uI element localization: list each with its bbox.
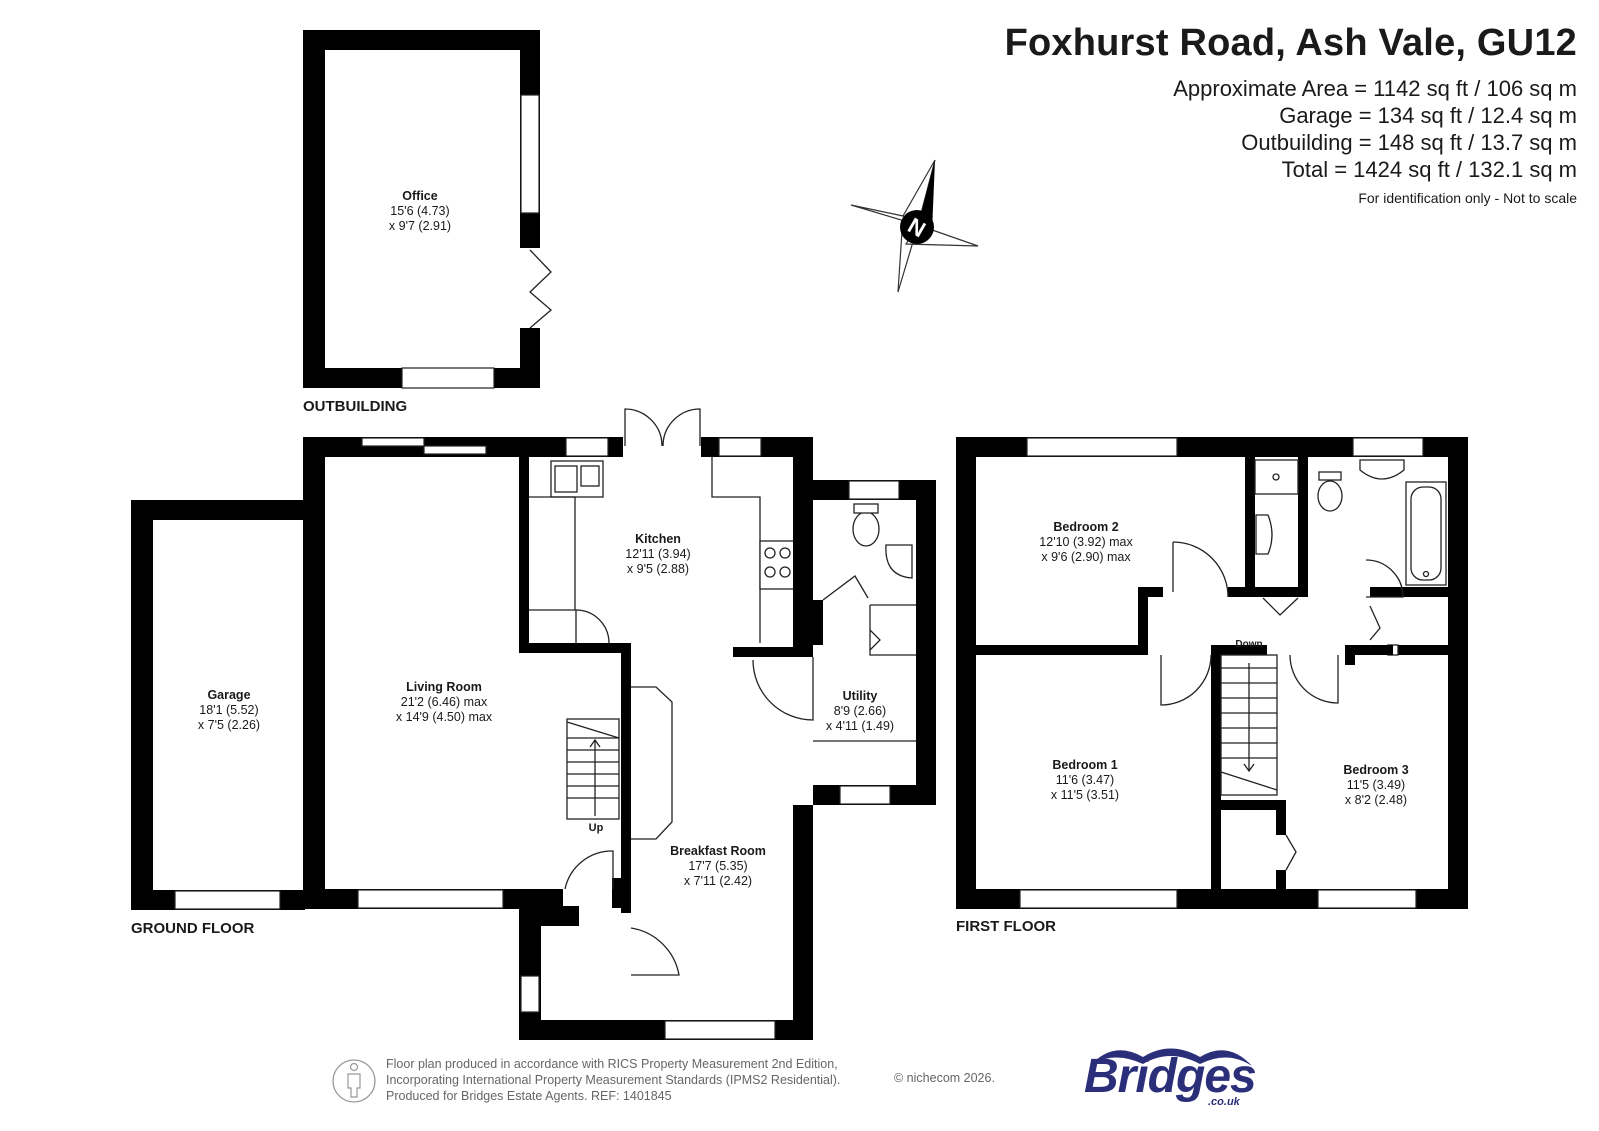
bathroom-wc (1317, 480, 1343, 512)
total-area: Total = 1424 sq ft / 132.1 sq m (1281, 157, 1577, 182)
room-bedroom2: Bedroom 2 12'10 (3.92) max x 9'6 (2.90) … (1039, 520, 1132, 565)
person-info-icon (332, 1059, 376, 1103)
garage-door (174, 890, 281, 910)
breakfast-window (664, 1020, 776, 1040)
outbuilding-plan (303, 30, 552, 389)
kitchen-window-2 (718, 437, 762, 457)
office-window-east (520, 94, 540, 214)
living-window-south (357, 889, 504, 909)
kitchen-window-1 (565, 437, 609, 457)
room-dimension: x 9'6 (2.90) max (1041, 550, 1131, 564)
bedroom3-door (1289, 654, 1339, 704)
kitchen-door (575, 609, 610, 644)
bathroom-window (1352, 437, 1424, 457)
shower-tray (1254, 459, 1299, 495)
room-dimension: x 11'5 (3.51) (1050, 788, 1120, 802)
garage-area: Garage = 134 sq ft / 12.4 sq m (1279, 103, 1577, 128)
landing-cupboard-door (1285, 834, 1297, 871)
living-window-2 (423, 445, 487, 455)
utility-wc (852, 511, 880, 547)
bedroom1-door (1160, 654, 1212, 706)
ground-floor-label: GROUND FLOOR (131, 920, 255, 937)
office-window-south (401, 367, 495, 389)
bridges-logo-wordmark: Bridges (1084, 1050, 1257, 1103)
room-dimension: 17'7 (5.35) (688, 859, 748, 873)
bathroom-basin (1359, 459, 1405, 480)
kitchen-french-door-left (624, 408, 663, 447)
stairs-up-label: Up (588, 822, 604, 834)
bedroom2-window (1026, 437, 1178, 457)
room-name: Living Room (406, 680, 482, 694)
room-name: Utility (842, 689, 878, 703)
shower-basin (1255, 514, 1273, 555)
first-floor-label: FIRST FLOOR (956, 918, 1056, 935)
approximate-area: Approximate Area = 1142 sq ft / 106 sq m (1173, 76, 1577, 101)
bridges-logo-domain: .co.uk (1208, 1096, 1240, 1108)
room-dimension: x 9'5 (2.88) (626, 562, 690, 576)
bedroom3-window (1317, 889, 1417, 909)
room-name: Bedroom 3 (1343, 763, 1409, 777)
bedroom1-window (1019, 889, 1178, 909)
room-dimension: x 7'5 (2.26) (197, 718, 261, 732)
property-title: Foxhurst Road, Ash Vale, GU12 (1004, 22, 1577, 64)
footer-line: Produced for Bridges Estate Agents. REF:… (386, 1089, 672, 1103)
room-bedroom1: Bedroom 1 11'6 (3.47) x 11'5 (3.51) (1051, 758, 1119, 803)
bridges-logo-icon (1090, 1048, 1252, 1066)
room-dimension: 12'10 (3.92) max (1039, 535, 1133, 549)
bedroom2-door (1172, 541, 1229, 598)
room-name: Bedroom 1 (1052, 758, 1118, 772)
room-name: Garage (207, 688, 251, 702)
room-dimension: 12'11 (3.94) (625, 547, 691, 561)
room-dimension: x 7'11 (2.42) (683, 874, 753, 888)
room-name: Kitchen (635, 532, 681, 546)
room-breakfast: Breakfast Room 17'7 (5.35) x 7'11 (2.42) (670, 844, 766, 889)
entrance-window (520, 975, 540, 1013)
room-name: Breakfast Room (670, 844, 766, 858)
first-floor-plan (956, 437, 1468, 909)
room-name: Office (402, 189, 438, 203)
utility-basin (885, 544, 913, 579)
utility-window-north (848, 480, 900, 500)
kitchen-hob (759, 540, 796, 590)
room-dimension: x 4'11 (1.49) (825, 719, 895, 733)
outbuilding-area: Outbuilding = 148 sq ft / 13.7 sq m (1241, 130, 1577, 155)
copyright: © nichecom 2026. (894, 1071, 995, 1085)
living-window-1 (361, 437, 425, 447)
room-name: Bedroom 2 (1053, 520, 1119, 534)
room-kitchen: Kitchen 12'11 (3.94) x 9'5 (2.88) (625, 532, 690, 577)
footer-line: Incorporating International Property Mea… (386, 1073, 841, 1087)
room-dimension: x 8'2 (2.48) (1344, 793, 1408, 807)
bridges-logo: Bridges .co.uk (1084, 1050, 1257, 1109)
room-dimension: 11'6 (3.47) (1055, 773, 1115, 787)
room-dimension: 15'6 (4.73) (390, 204, 450, 218)
office-french-door (529, 249, 552, 329)
footer-text: Floor plan produced in accordance with R… (386, 1056, 840, 1104)
bathroom-door (1365, 559, 1404, 598)
room-living: Living Room 21'2 (6.46) max x 14'9 (4.50… (396, 680, 492, 725)
room-dimension: 11'5 (3.49) (1346, 778, 1406, 792)
room-garage: Garage 18'1 (5.52) x 7'5 (2.26) (198, 688, 260, 733)
room-office: Office 15'6 (4.73) x 9'7 (2.91) (389, 189, 451, 234)
hall-door (564, 850, 614, 890)
bathtub (1405, 481, 1447, 586)
outbuilding-label: OUTBUILDING (303, 398, 408, 415)
room-dimension: 18'1 (5.52) (199, 703, 259, 717)
stairs-down-label: Down (1235, 639, 1263, 650)
footer-line: Floor plan produced in accordance with R… (386, 1057, 838, 1071)
room-bedroom3: Bedroom 3 11'5 (3.49) x 8'2 (2.48) (1343, 763, 1408, 808)
room-dimension: x 9'7 (2.91) (388, 219, 452, 233)
room-dimension: x 14'9 (4.50) max (395, 710, 493, 724)
disclaimer: For identification only - Not to scale (1358, 190, 1577, 206)
room-dimension: 21'2 (6.46) max (400, 695, 488, 709)
room-utility: Utility 8'9 (2.66) x 4'11 (1.49) (826, 689, 894, 734)
front-door (630, 927, 680, 976)
ground-stairs (566, 718, 620, 820)
ground-floor-plan (131, 408, 936, 1040)
compass-icon: N (850, 159, 979, 293)
room-dimension: 8'9 (2.66) (833, 704, 887, 718)
utility-door (752, 657, 814, 721)
utility-window-south (839, 785, 891, 805)
